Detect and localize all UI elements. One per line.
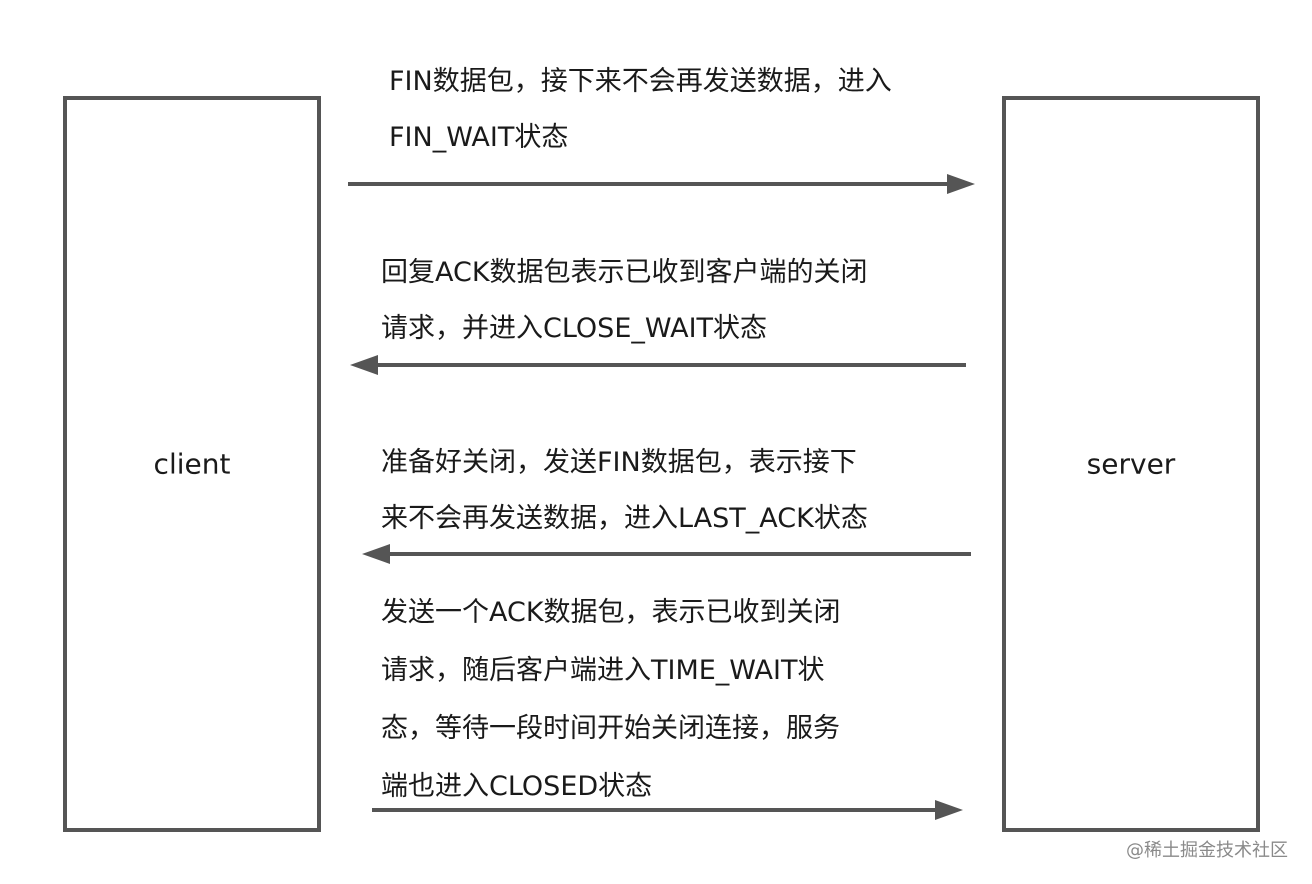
message-4-line-1: 发送一个ACK数据包，表示已收到关闭: [381, 597, 841, 628]
arrow-1: [348, 174, 975, 194]
message-3-line-2: 来不会再发送数据，进入LAST_ACK状态: [381, 503, 868, 534]
server-box: server: [1002, 96, 1260, 832]
client-label: client: [153, 447, 231, 481]
message-4-line-2: 请求，随后客户端进入TIME_WAIT状: [381, 655, 825, 686]
message-1-line-1: FIN数据包，接下来不会再发送数据，进入: [389, 66, 892, 97]
message-2-line-1: 回复ACK数据包表示已收到客户端的关闭: [381, 257, 868, 288]
server-label: server: [1086, 447, 1176, 481]
watermark: @稀土掘金技术社区: [1126, 840, 1288, 861]
message-4-text: 发送一个ACK数据包，表示已收到关闭 请求，随后客户端进入TIME_WAIT状 …: [381, 584, 841, 816]
message-1-text: FIN数据包，接下来不会再发送数据，进入 FIN_WAIT状态: [389, 54, 892, 166]
arrow-3: [362, 544, 971, 564]
message-3-line-1: 准备好关闭，发送FIN数据包，表示接下: [381, 447, 857, 478]
arrow-2: [350, 355, 966, 375]
message-4-line-3: 态，等待一段时间开始关闭连接，服务: [381, 713, 840, 744]
client-box: client: [63, 96, 321, 832]
message-4-line-4: 端也进入CLOSED状态: [381, 771, 653, 802]
message-2-text: 回复ACK数据包表示已收到客户端的关闭 请求，并进入CLOSE_WAIT状态: [381, 245, 868, 357]
message-1-line-2: FIN_WAIT状态: [389, 122, 569, 153]
message-3-text: 准备好关闭，发送FIN数据包，表示接下 来不会再发送数据，进入LAST_ACK状…: [381, 435, 868, 547]
message-2-line-2: 请求，并进入CLOSE_WAIT状态: [381, 313, 768, 344]
